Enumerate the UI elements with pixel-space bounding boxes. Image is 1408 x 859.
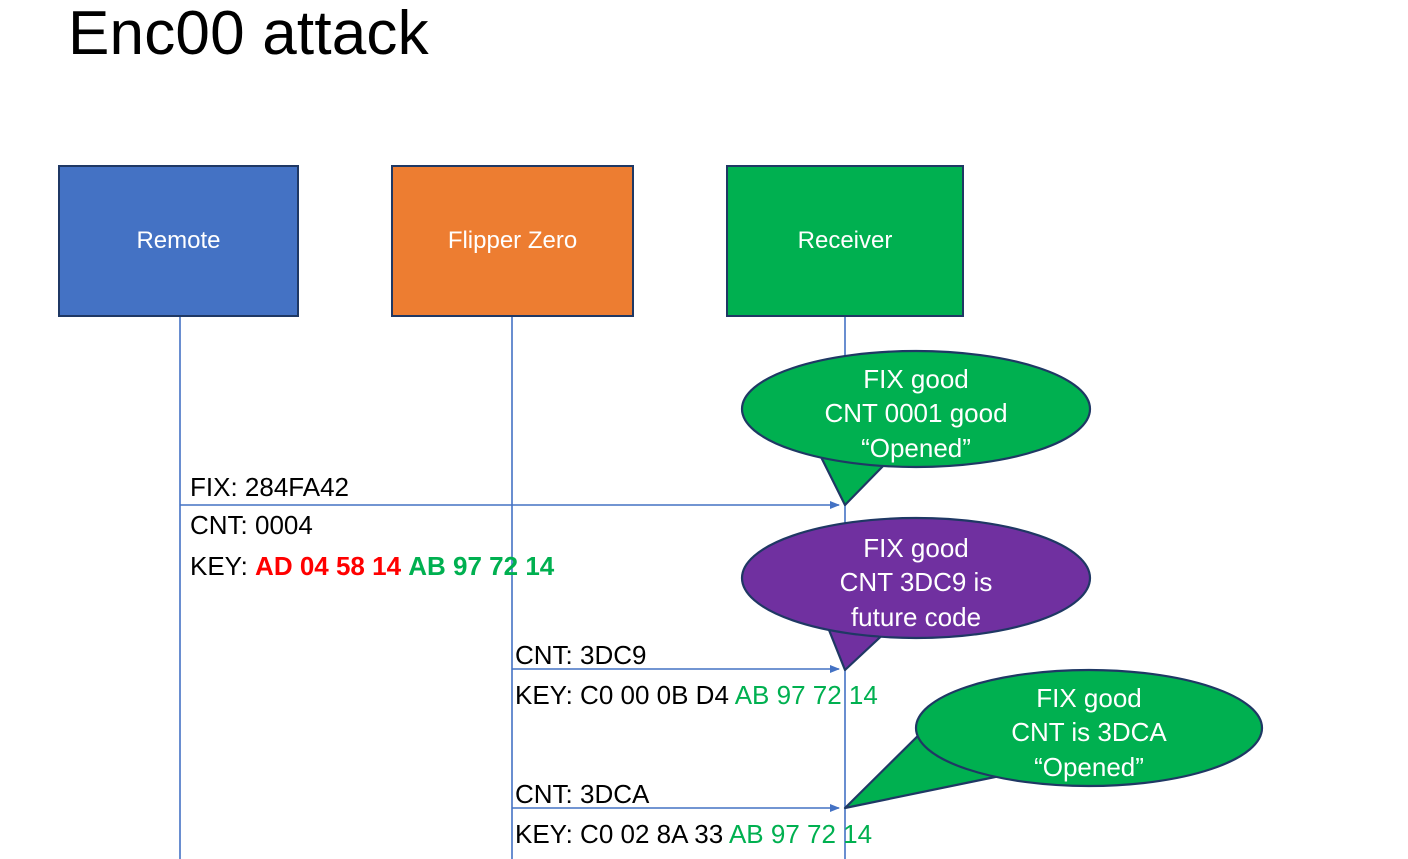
key-2-green-bytes: AB 97 72 14 — [734, 680, 878, 710]
callout-1-body — [740, 349, 1092, 469]
message-cnt-3dca-text: CNT: 3DCA — [515, 779, 650, 809]
message-cnt-0004-text: CNT: 0004 — [190, 510, 313, 540]
actor-label-receiver: Receiver — [797, 227, 893, 254]
message-label-key-2: KEY: C0 00 0B D4 AB 97 72 14 — [515, 682, 878, 708]
key-1-prefix: KEY: — [190, 551, 256, 581]
callout-2-body — [740, 516, 1092, 640]
actor-box-flipper-zero[interactable]: Flipper Zero — [391, 165, 634, 317]
key-1-green-bytes: AB 97 72 14 — [408, 551, 555, 581]
key-2-prefix: KEY: C0 00 0B D4 — [515, 680, 735, 710]
key-3-green-bytes: AB 97 72 14 — [728, 819, 873, 849]
key-1-red-bytes: AD 04 58 14 — [255, 551, 402, 581]
callout-bubble-2 — [740, 516, 1092, 672]
message-fix-text: FIX: 284FA42 — [190, 472, 349, 502]
callout-bubble-3 — [843, 668, 1264, 810]
page-title: Enc00 attack — [68, 0, 429, 68]
actor-label-flipper-zero: Flipper Zero — [447, 227, 578, 254]
message-label-cnt-3dc9: CNT: 3DC9 — [515, 642, 646, 668]
actor-box-receiver[interactable]: Receiver — [726, 165, 964, 317]
message-cnt-3dc9-text: CNT: 3DC9 — [515, 640, 647, 670]
message-label-cnt-3dca: CNT: 3DCA — [515, 781, 649, 807]
callout-3-body — [914, 668, 1264, 788]
actor-label-remote: Remote — [136, 227, 221, 254]
callout-bubble-1 — [740, 349, 1092, 507]
key-3-prefix: KEY: C0 02 8A 33 — [515, 819, 729, 849]
message-label-key-3: KEY: C0 02 8A 33 AB 97 72 14 — [515, 821, 872, 847]
message-label-key-1: KEY: AD 04 58 14 AB 97 72 14 — [190, 553, 554, 579]
message-label-fix: FIX: 284FA42 — [190, 474, 349, 500]
message-label-cnt-0004: CNT: 0004 — [190, 512, 313, 538]
actor-box-remote[interactable]: Remote — [58, 165, 299, 317]
